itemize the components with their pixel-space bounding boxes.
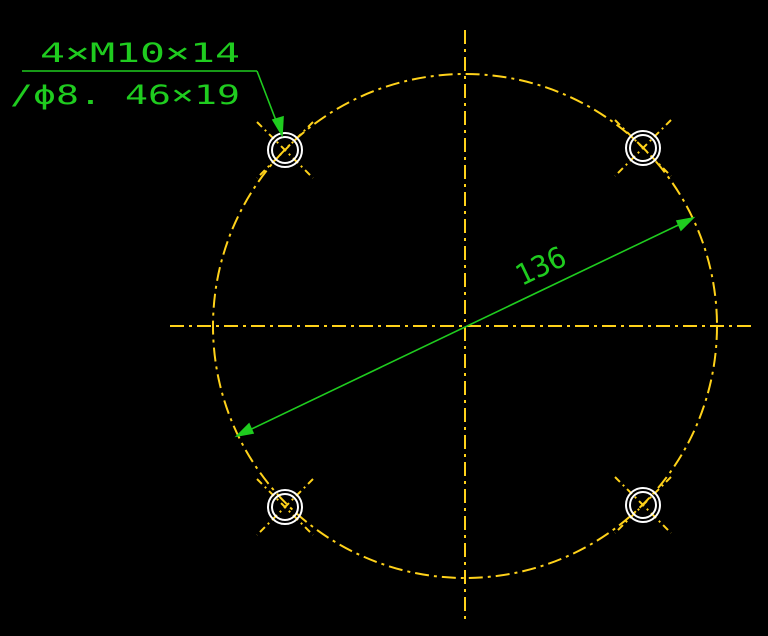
thread-circle bbox=[267, 132, 303, 168]
thread-circle bbox=[625, 130, 661, 166]
hole-center-mark bbox=[614, 476, 672, 534]
diameter-dimension bbox=[234, 216, 696, 438]
hole-center-mark bbox=[614, 119, 672, 177]
hole-center-mark bbox=[256, 478, 314, 536]
dimension-arrowhead-lower bbox=[234, 422, 255, 438]
centerlines bbox=[170, 30, 755, 622]
dimension-line bbox=[236, 217, 694, 437]
thread-circle bbox=[267, 489, 303, 525]
diameter-dimension-text: 136 bbox=[510, 239, 572, 292]
drill-circle bbox=[629, 134, 657, 162]
hole-center-marks bbox=[256, 119, 672, 536]
callout-arrowhead bbox=[271, 115, 284, 138]
bolt-circle bbox=[212, 73, 718, 579]
thread-circle bbox=[625, 487, 661, 523]
bolt-hole-top-right bbox=[625, 130, 661, 166]
bolt-hole-bottom-right bbox=[625, 487, 661, 523]
callout-text-thread: 4×M10×14 bbox=[40, 38, 240, 69]
bolt-hole-bottom-left bbox=[267, 489, 303, 525]
drill-circle bbox=[271, 493, 299, 521]
hole-callout-leader bbox=[22, 70, 284, 138]
drill-circle bbox=[271, 136, 299, 164]
drill-circle bbox=[629, 491, 657, 519]
hole-center-mark bbox=[256, 121, 314, 179]
bolt-holes bbox=[267, 130, 661, 525]
dimension-arrowhead-upper bbox=[675, 216, 696, 232]
callout-text-drill: /ϕ8. 46×19 bbox=[10, 80, 240, 111]
bolt-hole-top-left bbox=[267, 132, 303, 168]
